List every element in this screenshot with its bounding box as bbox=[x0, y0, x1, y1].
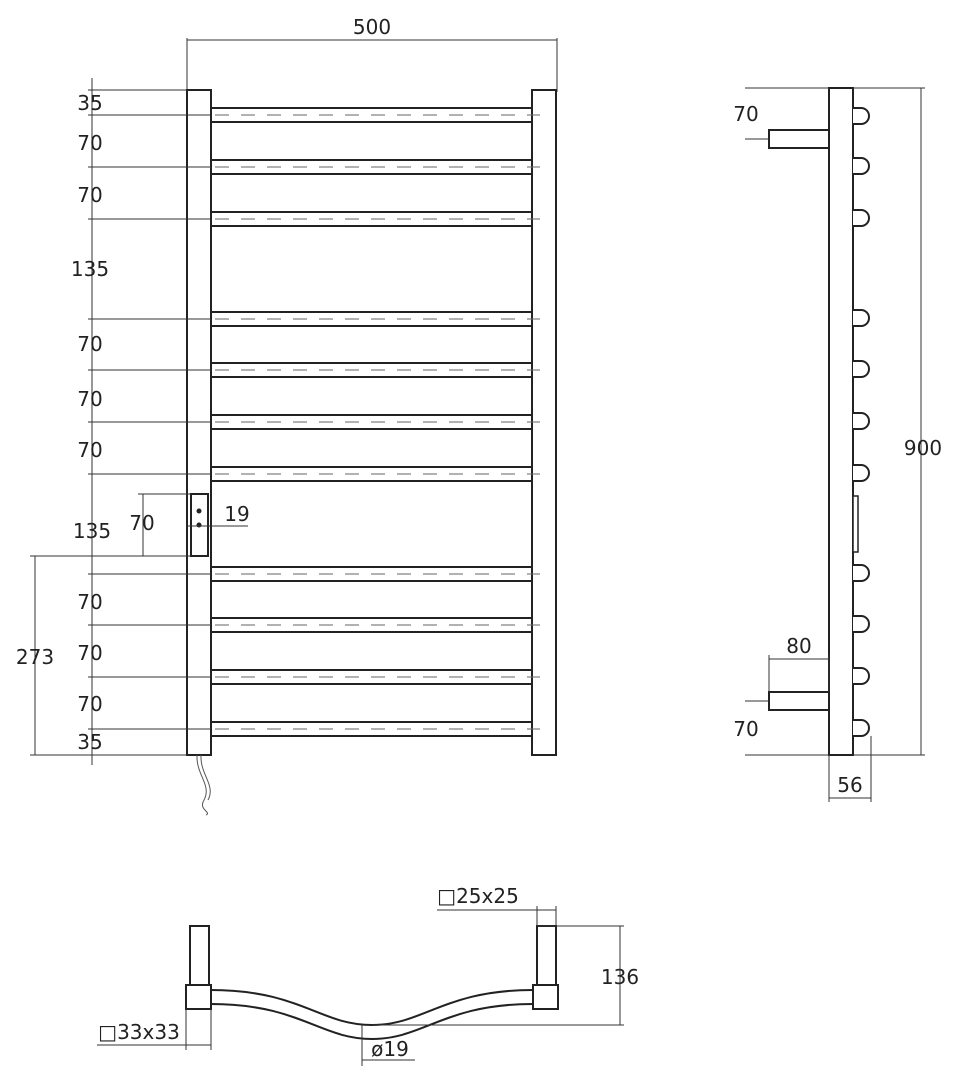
bar-end bbox=[853, 157, 870, 175]
bar bbox=[210, 414, 540, 430]
bar-end bbox=[853, 464, 870, 482]
bar bbox=[210, 466, 540, 482]
bar-diameter-label: ø19 bbox=[371, 1037, 409, 1061]
right-post-top bbox=[536, 925, 557, 989]
bar bbox=[210, 669, 540, 685]
spacing-label: 135 bbox=[73, 519, 111, 543]
bar-end bbox=[853, 309, 870, 327]
spacing-label: 70 bbox=[77, 438, 102, 462]
bar-end bbox=[853, 564, 870, 582]
width-label: 500 bbox=[353, 15, 391, 39]
spacing-label: 35 bbox=[77, 91, 102, 115]
bar bbox=[210, 566, 540, 582]
bar-end bbox=[853, 412, 870, 430]
left-post-top bbox=[189, 925, 210, 989]
bar-end bbox=[853, 667, 870, 685]
bar bbox=[210, 617, 540, 633]
top-depth-label: 136 bbox=[601, 965, 639, 989]
bar bbox=[210, 211, 540, 227]
side-offset-label: 273 bbox=[16, 645, 54, 669]
top-offset-label: 70 bbox=[733, 102, 758, 126]
spacing-label: 70 bbox=[77, 183, 102, 207]
spacing-label: 70 bbox=[77, 641, 102, 665]
spacing-label: 35 bbox=[77, 730, 102, 754]
front-view: 500 bbox=[16, 15, 558, 816]
spacing-label: 70 bbox=[77, 387, 102, 411]
bracket-label: 80 bbox=[786, 634, 811, 658]
bar-end bbox=[853, 615, 870, 633]
bar-ends bbox=[853, 107, 870, 737]
bar-end bbox=[853, 360, 870, 378]
spacing-label: 70 bbox=[77, 332, 102, 356]
post-label: □33x33 bbox=[98, 1020, 180, 1044]
bar bbox=[210, 159, 540, 175]
wall-bracket-bottom bbox=[768, 691, 830, 711]
bottom-offset-label: 70 bbox=[733, 717, 758, 741]
right-post-base bbox=[532, 984, 559, 1010]
bar bbox=[210, 311, 540, 327]
bar-end bbox=[853, 209, 870, 227]
height-label: 900 bbox=[904, 436, 942, 460]
spacing-label: 135 bbox=[71, 257, 109, 281]
bar-end bbox=[853, 107, 870, 125]
curved-bar-inner bbox=[210, 1003, 534, 1041]
side-view: 70 70 80 900 56 bbox=[733, 87, 942, 802]
tube-label: □25x25 bbox=[437, 884, 519, 908]
spacing-label: 70 bbox=[77, 590, 102, 614]
wall-bracket-top bbox=[768, 129, 830, 149]
power-cable bbox=[196, 754, 208, 816]
bar bbox=[210, 721, 540, 737]
bar-end bbox=[853, 719, 870, 737]
power-cable-edge bbox=[200, 754, 211, 801]
connector-width-label: 19 bbox=[224, 502, 249, 526]
spacing-label: 70 bbox=[77, 692, 102, 716]
top-view: 136 □25x25 □33x33 ø19 bbox=[97, 884, 639, 1066]
connector-dot bbox=[196, 508, 202, 514]
depth-label: 56 bbox=[837, 773, 862, 797]
bars bbox=[210, 107, 540, 737]
spacing-label: 70 bbox=[77, 131, 102, 155]
side-connector bbox=[852, 495, 859, 553]
bar bbox=[210, 107, 540, 123]
connector-height-label: 70 bbox=[129, 511, 154, 535]
bar bbox=[210, 362, 540, 378]
left-post-base bbox=[185, 984, 212, 1010]
connector-dot bbox=[196, 522, 202, 528]
side-post bbox=[828, 87, 854, 756]
